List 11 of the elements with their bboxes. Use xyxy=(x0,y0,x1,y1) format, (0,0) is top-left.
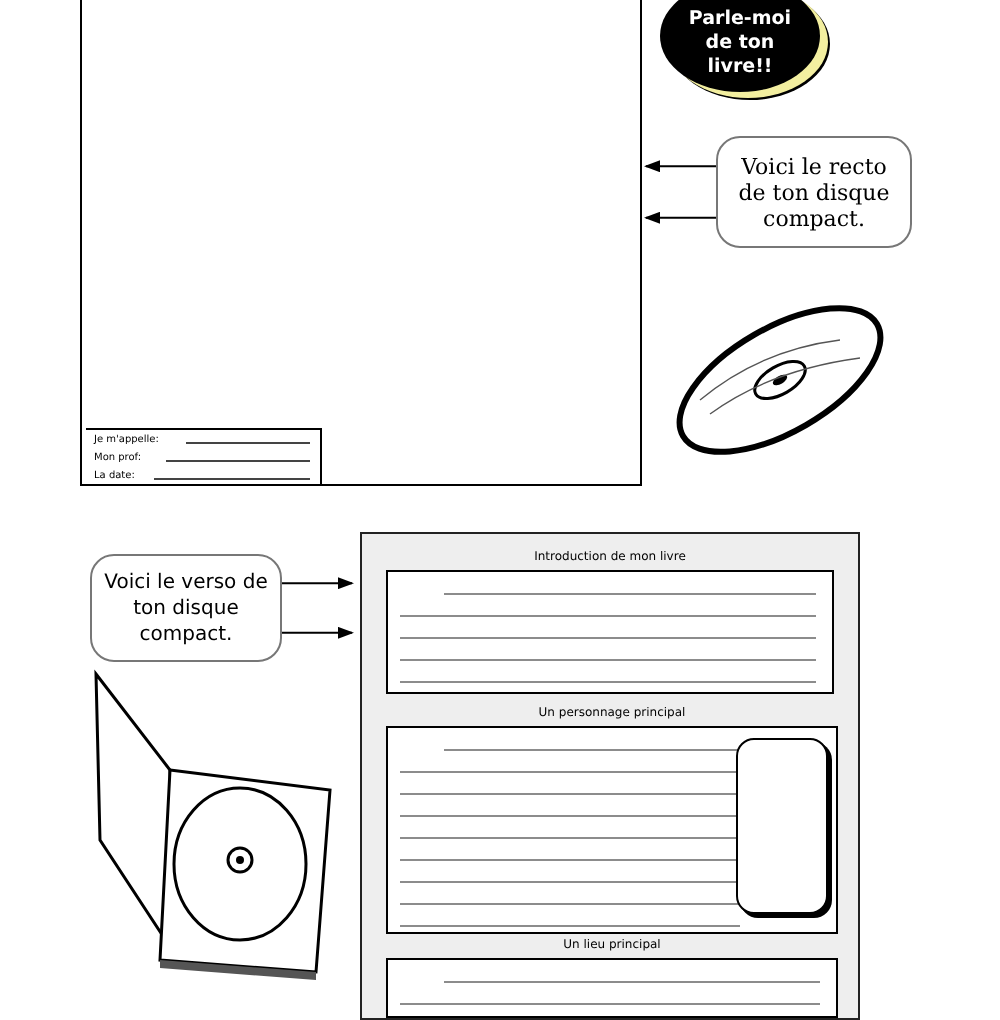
callout-bubble: Voici le verso de ton disque compact. xyxy=(90,554,282,662)
arrow xyxy=(281,626,354,639)
arrow xyxy=(644,160,717,173)
name-form xyxy=(86,428,322,484)
cd-back-panel xyxy=(360,532,860,1020)
arrow xyxy=(281,577,354,590)
callout-bubble: Voici le recto de ton disque compact. xyxy=(716,136,912,248)
badge-circle: Parle-moi de ton livre!! xyxy=(660,0,820,92)
picture-frame xyxy=(736,738,828,914)
cd-front-panel xyxy=(80,0,642,486)
arrow xyxy=(644,211,717,224)
